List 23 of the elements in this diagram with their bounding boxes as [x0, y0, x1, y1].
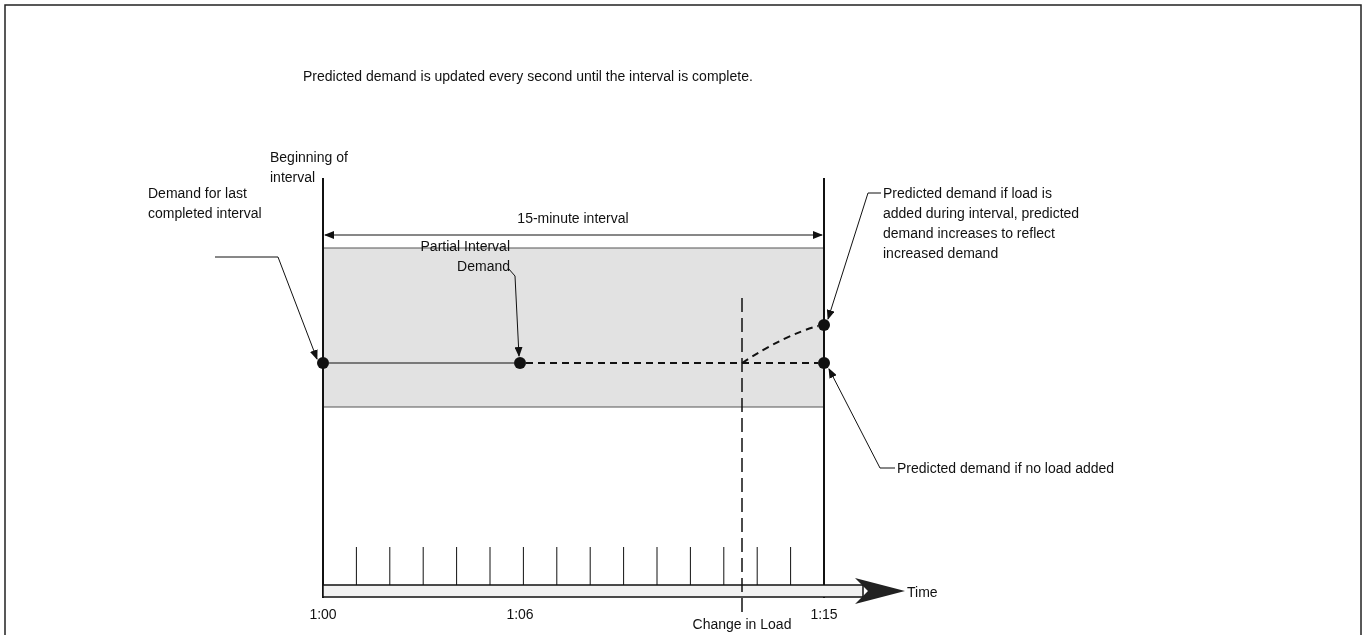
callout-text: Predicted demand if no load added	[897, 458, 1157, 478]
data-point	[514, 357, 526, 369]
callout-text: Change in Load	[687, 614, 797, 634]
tick-label: 1:15	[809, 605, 839, 624]
axis-label: Time	[907, 583, 939, 602]
callout-text: Predicted demand if load is added during interval, predicted demand increases to reflect increased demand	[883, 183, 1088, 263]
dimension-label: 15-minute interval	[516, 209, 630, 228]
data-point	[818, 319, 830, 331]
data-point	[317, 357, 329, 369]
tick-label: 1:06	[505, 605, 535, 624]
boundary-label: Beginning of interval	[270, 148, 349, 187]
leader-line	[214, 256, 318, 360]
callout-text: Demand for last completed interval	[148, 183, 273, 223]
heading: Predicted demand is updated every second until the interval is complete.	[303, 67, 754, 86]
predicted-demand-line	[525, 362, 819, 364]
demand-line	[328, 362, 515, 364]
tick-label: 1:00	[308, 605, 338, 624]
predicted-demand-line	[741, 325, 819, 364]
data-point	[818, 357, 830, 369]
callout-text: Partial Interval Demand	[380, 236, 510, 276]
leader-line	[826, 192, 882, 320]
leader-line	[828, 368, 896, 469]
leader-line	[507, 267, 523, 357]
